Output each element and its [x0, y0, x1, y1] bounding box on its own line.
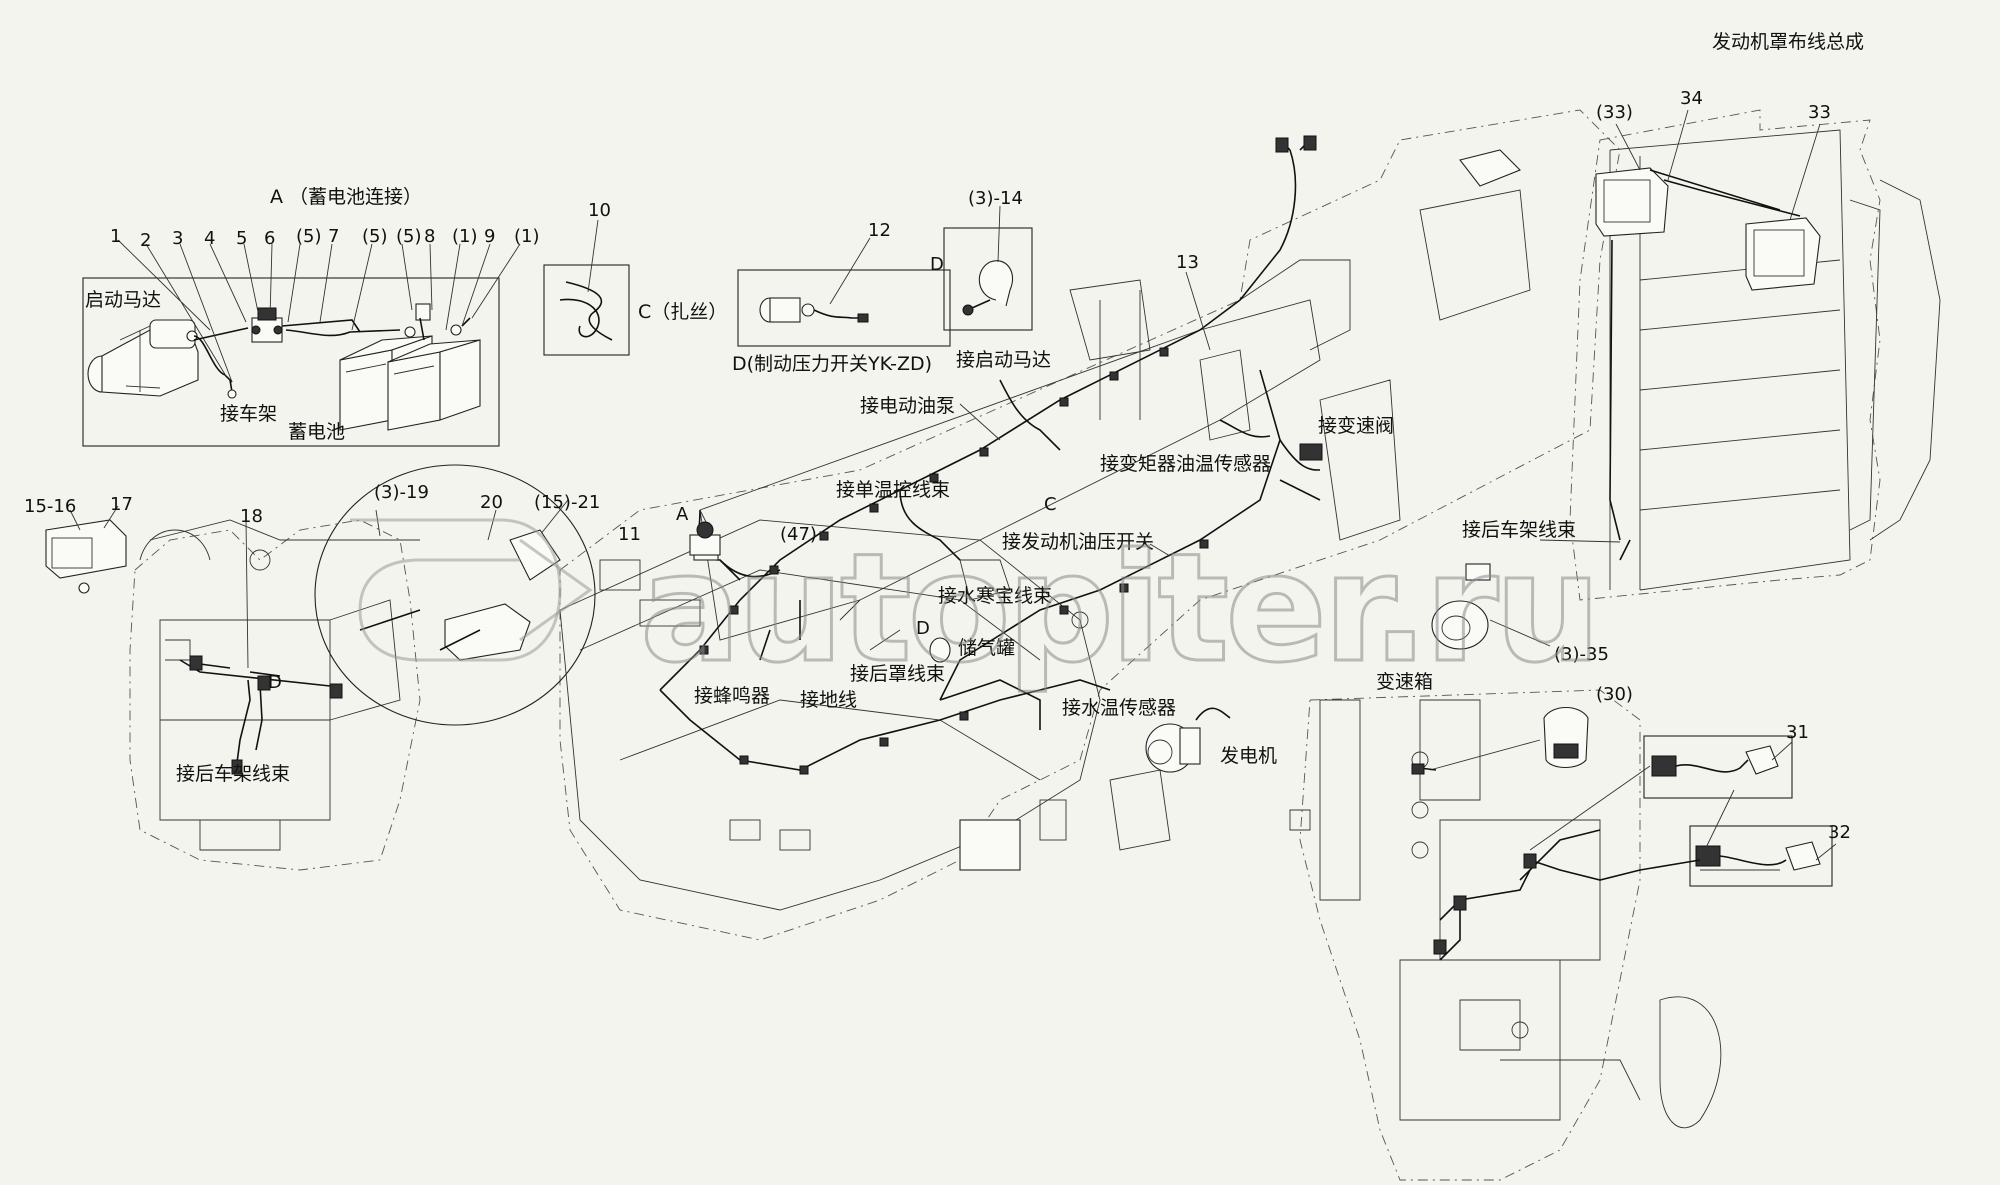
callout-5: 5 — [236, 228, 247, 249]
detail-32-frame — [1689, 825, 1833, 887]
callout-6: 6 — [264, 228, 275, 249]
callout-18: 18 — [240, 506, 263, 527]
wire-tie-label: C（扎丝） — [638, 301, 727, 323]
starter-label: 启动马达 — [85, 289, 161, 311]
callout-30: (30) — [1596, 684, 1633, 705]
main-harness — [659, 135, 1323, 775]
callout-33a: (33) — [1596, 102, 1633, 123]
loader-chassis — [559, 109, 1621, 941]
hood-lamp-left-icon — [1595, 167, 1669, 237]
starter-connect-label: 接启动马达 — [956, 349, 1051, 371]
detail-c-wire-tie: 10 C（扎丝） — [543, 200, 727, 356]
label-oil-pressure-switch: 接发动机油压开关 — [1002, 531, 1154, 553]
label-d: D — [916, 618, 930, 639]
callout-15-16: 15-16 — [24, 496, 76, 517]
brake-switch-label: D(制动压力开关YK-ZD) — [732, 353, 932, 375]
callout-17: 17 — [110, 494, 133, 515]
callout-13: 13 — [1176, 252, 1199, 273]
callout-15-21: (15)-21 — [534, 492, 600, 513]
callout-3-14: (3)-14 — [968, 188, 1023, 209]
callout-47: (47) — [780, 524, 817, 545]
callout-8: 8 — [424, 226, 435, 247]
rear-light-icon — [45, 519, 127, 594]
label-water-temp-sensor: 接水温传感器 — [1062, 697, 1176, 719]
relay-icon — [251, 307, 283, 343]
buzzer-block-icon — [689, 521, 721, 556]
sensor-31-icon — [1651, 745, 1779, 777]
rear-frame-harness-label: 接后车架线束 — [176, 763, 290, 785]
rear-frame-d: D — [268, 672, 282, 693]
label-trans-valve: 接变速阀 — [1318, 415, 1394, 437]
battery-icon — [339, 303, 481, 431]
hood-lamp-right-icon — [1745, 217, 1821, 291]
label-air-tank: 储气罐 — [958, 637, 1015, 659]
detail-d-starter-connect: (3)-14 D 接启动马达 — [930, 188, 1051, 371]
battery-label: 蓄电池 — [288, 421, 345, 443]
diagram-title: 发动机罩布线总成 — [1712, 31, 1864, 53]
watermark-logo: autopiter.ru — [350, 518, 1603, 698]
sensor-32-icon — [1695, 841, 1821, 871]
callout-1: 1 — [110, 226, 121, 247]
engine-hood — [1569, 109, 1941, 601]
detail-d-letter: D — [930, 254, 944, 275]
fan-pulley-icon — [1431, 563, 1491, 650]
callout-3-35: (3)-35 — [1554, 644, 1609, 665]
watermark-text: autopiter.ru — [640, 522, 1597, 696]
callout-1a: (1) — [452, 226, 478, 247]
callout-3: 3 — [172, 228, 183, 249]
callout-9: 9 — [484, 226, 495, 247]
callout-5b: (5) — [362, 226, 388, 247]
label-converter-temp-sensor: 接变矩器油温传感器 — [1100, 453, 1271, 475]
callout-12: 12 — [868, 220, 891, 241]
callout-5c: (5) — [396, 226, 422, 247]
callout-34: 34 — [1680, 88, 1703, 109]
callout-2: 2 — [140, 230, 151, 251]
detail-31-frame — [1643, 735, 1793, 799]
label-water-heater-harness: 接水寒宝线束 — [938, 585, 1052, 607]
callout-11: 11 — [618, 524, 641, 545]
detail-a-header: A （蓄电池连接） — [270, 186, 422, 208]
label-c: C — [1044, 494, 1057, 515]
callout-32: 32 — [1828, 822, 1851, 843]
callout-7: 7 — [328, 226, 339, 247]
label-electric-pump: 接电动油泵 — [860, 395, 955, 417]
callout-31: 31 — [1786, 722, 1809, 743]
callout-4: 4 — [204, 228, 215, 249]
gearbox — [1289, 689, 1833, 1181]
label-single-temp-harness: 接单温控线束 — [836, 479, 950, 501]
generator-icon — [1145, 723, 1201, 773]
callout-1b: (1) — [514, 226, 540, 247]
callout-5a: (5) — [296, 226, 322, 247]
gearbox-label: 变速箱 — [1376, 671, 1433, 693]
label-buzzer: 接蜂鸣器 — [694, 685, 770, 707]
callout-10: 10 — [588, 200, 611, 221]
pressure-switch-icon — [759, 297, 815, 323]
label-a: A — [676, 504, 689, 525]
frame-connect-label: 接车架 — [220, 403, 277, 425]
label-generator: 发电机 — [1220, 745, 1277, 767]
callout-3-19: (3)-19 — [374, 482, 429, 503]
starter-motor-icon — [87, 319, 199, 397]
callout-20: 20 — [480, 492, 503, 513]
rear-frame — [45, 464, 596, 871]
callout-33: 33 — [1808, 102, 1831, 123]
detail-a-battery-connection: A （蓄电池连接） 启动马达 — [82, 186, 540, 447]
label-ground-wire: 接地线 — [800, 689, 857, 711]
hood-rear-frame-harness: 接后车架线束 — [1462, 519, 1576, 541]
detail-d-brake-switch: 12 D(制动压力开关YK-ZD) — [732, 220, 951, 375]
sensor-30-icon — [1543, 706, 1589, 769]
detail-circle — [314, 464, 596, 726]
detail-a-frame — [82, 277, 500, 447]
air-tank-icon — [929, 637, 951, 663]
label-rear-cover-harness: 接后罩线束 — [850, 663, 945, 685]
